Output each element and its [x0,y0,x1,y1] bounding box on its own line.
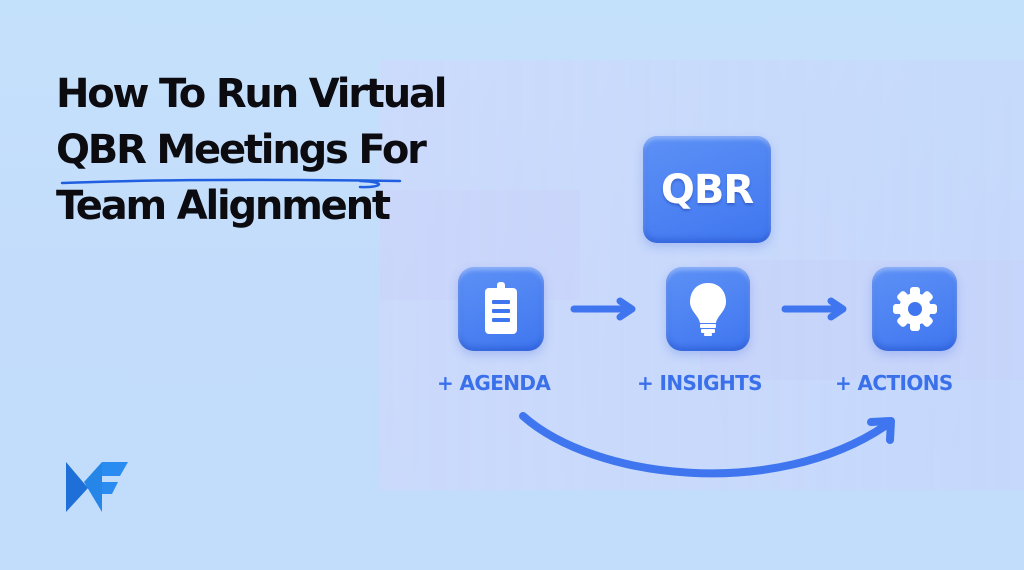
clipboard-icon [485,282,517,334]
insights-tile [666,267,750,351]
wf-logo [66,462,128,512]
insights-label: + INSIGHTS [637,371,763,395]
actions-label: + ACTIONS [835,371,953,395]
curved-arrow-icon [519,412,895,478]
agenda-tile [458,267,544,351]
title-line-3: Team Alignment [56,183,391,229]
gear-icon [892,287,937,331]
qbr-badge-text: QBR [660,166,754,213]
bg-cell [700,260,1024,380]
qbr-badge: QBR [643,136,771,243]
title-line-2: QBR Meetings For [56,127,427,173]
title-line-1: How To Run Virtual [56,71,447,117]
agenda-label: + AGENDA [437,371,551,395]
actions-tile [872,267,957,351]
scribble-underline [60,178,402,189]
lightbulb-icon [690,283,726,336]
arrow-right-icon [570,297,636,321]
arrow-right-icon [781,297,847,321]
page-title: How To Run Virtual QBR Meetings For Team… [56,66,447,234]
